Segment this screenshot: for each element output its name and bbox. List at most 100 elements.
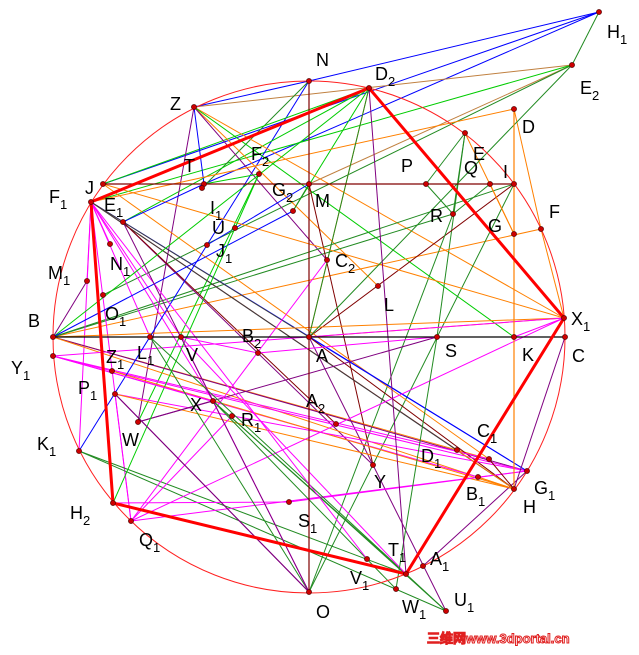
segment-V1-F1 (90, 201, 368, 560)
segment-R-O (308, 213, 454, 593)
label-H2: H2 (70, 503, 90, 528)
segment-K1-T1 (78, 450, 407, 575)
segment-Z-L (193, 106, 379, 287)
segment-T1-D2 (368, 87, 407, 575)
label-V: V (186, 345, 198, 365)
point-G1 (524, 468, 530, 474)
segment-B2-V (180, 336, 259, 354)
label-O: O (316, 602, 330, 622)
point-I (511, 181, 517, 187)
point-O1 (100, 292, 106, 298)
point-H (511, 486, 517, 492)
label-S: S (445, 341, 457, 361)
segment-F1-V (90, 201, 182, 338)
segment-E1-Y (122, 221, 374, 466)
points (50, 9, 602, 614)
point-I1 (199, 185, 205, 191)
segment-E1-A2 (122, 221, 337, 425)
segment-A-E2 (308, 64, 573, 338)
label-E2: E2 (580, 78, 599, 103)
construction-lines (52, 11, 600, 612)
segment-Q-G (489, 183, 515, 235)
label-L: L (384, 295, 394, 315)
point-D1 (454, 447, 460, 453)
point-B2 (255, 350, 261, 356)
segment-K1-U1 (78, 450, 447, 612)
point-P1 (112, 391, 118, 397)
label-G1: G1 (534, 478, 555, 503)
segment-Z-K (193, 106, 515, 338)
segment-Q1-R1 (130, 415, 233, 522)
segment-B-G2 (52, 210, 294, 338)
segment-B-H (52, 336, 515, 490)
segment-D2-E1 (122, 87, 370, 223)
point-Y (370, 462, 376, 468)
segment-D1-H (456, 449, 515, 490)
point-Z1 (109, 368, 115, 374)
segment-Q-R (452, 183, 491, 215)
label-K: K (522, 345, 534, 365)
segment-D2-J (102, 87, 370, 185)
point-N1 (107, 241, 113, 247)
segment-N-J1 (206, 80, 310, 246)
segment-E-P (425, 132, 466, 185)
segment-Z1-G1 (111, 370, 528, 472)
point-S (434, 334, 440, 340)
segment-D-F (513, 108, 542, 230)
label-Y1: Y1 (11, 358, 30, 383)
label-D: D (522, 117, 535, 137)
segment-H1-N (308, 11, 600, 82)
point-S1 (286, 499, 292, 505)
segment-M-J1 (206, 183, 310, 246)
segment-P1-Q1 (114, 393, 132, 522)
point-X (210, 398, 216, 404)
label-Q1: Q1 (139, 530, 160, 555)
point-A1 (420, 563, 426, 569)
point-D2 (366, 85, 372, 91)
point-G (511, 231, 517, 237)
point-E (462, 130, 468, 136)
label-J1: J1 (216, 241, 232, 266)
point-X1 (561, 315, 567, 321)
segment-A-H (308, 336, 515, 490)
segment-E1-T (122, 183, 205, 223)
segment-F1-A (90, 201, 310, 338)
label-X1: X1 (571, 309, 590, 334)
segment-I-A (308, 183, 515, 338)
segment-C-H (513, 336, 566, 490)
label-H: H (523, 497, 536, 517)
watermark-text: 三维网www.3dportal.cn (427, 631, 571, 647)
point-H2 (110, 500, 116, 506)
point-R1 (229, 413, 235, 419)
label-T: T (184, 156, 195, 176)
label-N: N (316, 50, 329, 70)
point-C2 (324, 257, 330, 263)
segment-R-B (52, 213, 454, 338)
point-V (178, 334, 184, 340)
segment-P-R (425, 183, 454, 215)
label-N1: N1 (110, 254, 130, 279)
label-X: X (190, 395, 202, 415)
point-B1 (475, 474, 481, 480)
segment-K-X1 (513, 317, 565, 338)
segment-W1-S (395, 336, 438, 590)
segment-Y1-C1 (52, 355, 490, 460)
point-J (100, 181, 106, 187)
segment-X-Y1 (52, 355, 214, 402)
segment-E2-M (308, 64, 573, 185)
label-D2: D2 (375, 64, 395, 89)
segment-Z-X1 (193, 106, 565, 319)
point-U1 (443, 608, 449, 614)
segment-J-X1 (102, 183, 565, 319)
point-F2 (256, 171, 262, 177)
point-M (306, 181, 312, 187)
point-Q (487, 181, 493, 187)
segment-F1-X (90, 201, 214, 402)
segment-K1-J1 (78, 244, 208, 452)
point-G2 (290, 208, 296, 214)
label-P: P (401, 156, 413, 176)
point-Z (191, 104, 197, 110)
point-K (511, 334, 517, 340)
point-Q1 (128, 518, 134, 524)
point-Y1 (50, 353, 56, 359)
